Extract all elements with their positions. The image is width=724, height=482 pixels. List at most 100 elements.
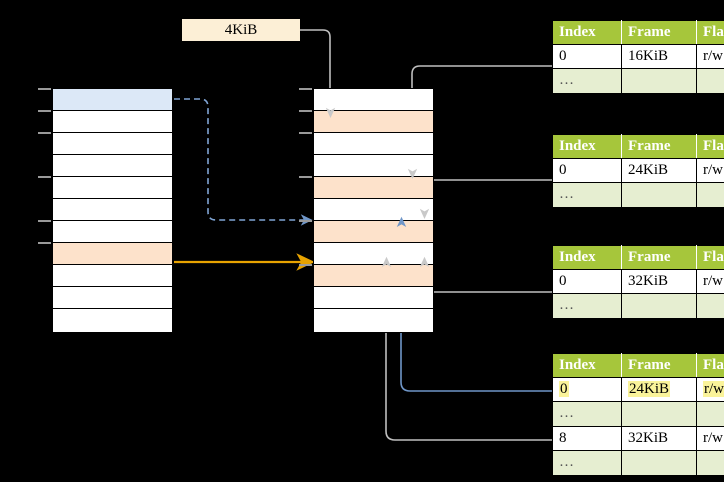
memory-row[interactable] (314, 177, 433, 199)
table-cell: r/w (696, 157, 724, 184)
memory-row[interactable] (53, 133, 172, 155)
table-cell (696, 293, 724, 319)
memory-row[interactable] (53, 265, 172, 287)
column-header-index: Index (552, 134, 622, 159)
row-tick-mark (299, 264, 312, 266)
memory-row[interactable] (314, 89, 433, 111)
table-cell (621, 450, 697, 476)
page-directory-column[interactable] (52, 88, 173, 334)
row-tick-mark (299, 88, 312, 90)
memory-row[interactable] (53, 111, 172, 133)
column-header-index: Index (552, 245, 622, 270)
table-cell: … (552, 182, 622, 208)
table-cell: 32KiB (621, 425, 697, 452)
pagetable-arrow-down-1 (325, 107, 336, 118)
page-table-column[interactable] (313, 88, 434, 334)
column-header-flags: Flags (696, 134, 724, 159)
wire-table3-to-pagetable (418, 270, 552, 293)
table-cell: 0 (552, 43, 622, 70)
memory-row[interactable] (314, 309, 433, 331)
column-header-flags: Flags (696, 353, 724, 378)
table-cell (621, 182, 697, 208)
memory-row[interactable] (53, 243, 172, 265)
row-tick-mark (299, 110, 312, 112)
highlighted-value: r/w (703, 380, 724, 397)
pagetable-arrow-down-2 (407, 168, 418, 179)
table-cell (621, 68, 697, 94)
table-row[interactable]: 0 24KiB r/w (552, 376, 724, 403)
table-header-row: IndexFrameFlags (552, 245, 724, 270)
table-header-row: IndexFrameFlags (552, 353, 724, 378)
memory-row[interactable] (53, 221, 172, 243)
table-row[interactable]: … (552, 182, 724, 208)
memory-row[interactable] (53, 89, 172, 111)
table-cell (621, 401, 697, 427)
column-header-flags: Flags (696, 245, 724, 270)
highlighted-value: 0 (559, 380, 569, 397)
column-header-index: Index (552, 353, 622, 378)
table-cell: 24KiB (621, 157, 697, 184)
frame-table-2[interactable]: IndexFrameFlags024KiBr/w… (552, 134, 724, 208)
memory-row[interactable] (53, 177, 172, 199)
memory-row[interactable] (314, 133, 433, 155)
table-row[interactable]: … (552, 68, 724, 94)
memory-row[interactable] (314, 199, 433, 221)
table-header-row: IndexFrameFlags (552, 134, 724, 159)
table-cell: … (552, 293, 622, 319)
table-cell: … (552, 401, 622, 427)
memory-row[interactable] (53, 287, 172, 309)
table-row[interactable]: … (552, 401, 724, 427)
column-header-flags: Flags (696, 20, 724, 45)
table-row[interactable]: … (552, 293, 724, 319)
row-tick-mark (38, 220, 51, 222)
table-cell: 24KiB (621, 376, 697, 403)
table-cell: r/w (696, 268, 724, 295)
memory-row[interactable] (314, 111, 433, 133)
table-cell: 8 (552, 425, 622, 452)
memory-row[interactable] (53, 309, 172, 331)
column-header-frame: Frame (621, 353, 697, 378)
table-cell: … (552, 68, 622, 94)
table-cell: 0 (552, 157, 622, 184)
row-tick-mark (38, 132, 51, 134)
wire-blue-dashed (174, 98, 313, 226)
row-tick-mark (38, 242, 51, 244)
column-header-frame: Frame (621, 245, 697, 270)
memory-row[interactable] (314, 287, 433, 309)
pagetable-arrow-up-blue (396, 216, 407, 227)
size-label: 4KiB (182, 19, 300, 41)
wire-table2-to-pagetable (418, 179, 552, 218)
table-cell: 16KiB (621, 43, 697, 70)
table-cell: r/w (696, 376, 724, 403)
table-row[interactable]: … (552, 450, 724, 476)
row-tick-mark (38, 176, 51, 178)
frame-table-3[interactable]: IndexFrameFlags032KiBr/w… (552, 245, 724, 319)
memory-row[interactable] (314, 243, 433, 265)
column-header-index: Index (552, 20, 622, 45)
memory-row[interactable] (314, 155, 433, 177)
table-header-row: IndexFrameFlags (552, 20, 724, 45)
memory-row[interactable] (53, 155, 172, 177)
column-header-frame: Frame (621, 20, 697, 45)
table-cell: 0 (552, 268, 622, 295)
memory-row[interactable] (53, 199, 172, 221)
frame-table-1[interactable]: IndexFrameFlags016KiBr/w… (552, 20, 724, 94)
table-cell (621, 293, 697, 319)
memory-row[interactable] (314, 265, 433, 287)
pagetable-arrow-up-1 (381, 256, 392, 267)
memory-row[interactable] (314, 221, 433, 243)
table-cell (696, 182, 724, 208)
pagetable-arrow-up-2 (419, 256, 430, 267)
table-cell (696, 68, 724, 94)
table-cell: 0 (552, 376, 622, 403)
row-tick-mark (299, 132, 312, 134)
row-tick-mark (299, 220, 312, 222)
row-tick-mark (38, 88, 51, 90)
table-cell: … (552, 450, 622, 476)
frame-table-4[interactable]: IndexFrameFlags 0 24KiB r/w … 832KiBr/w… (552, 353, 724, 476)
